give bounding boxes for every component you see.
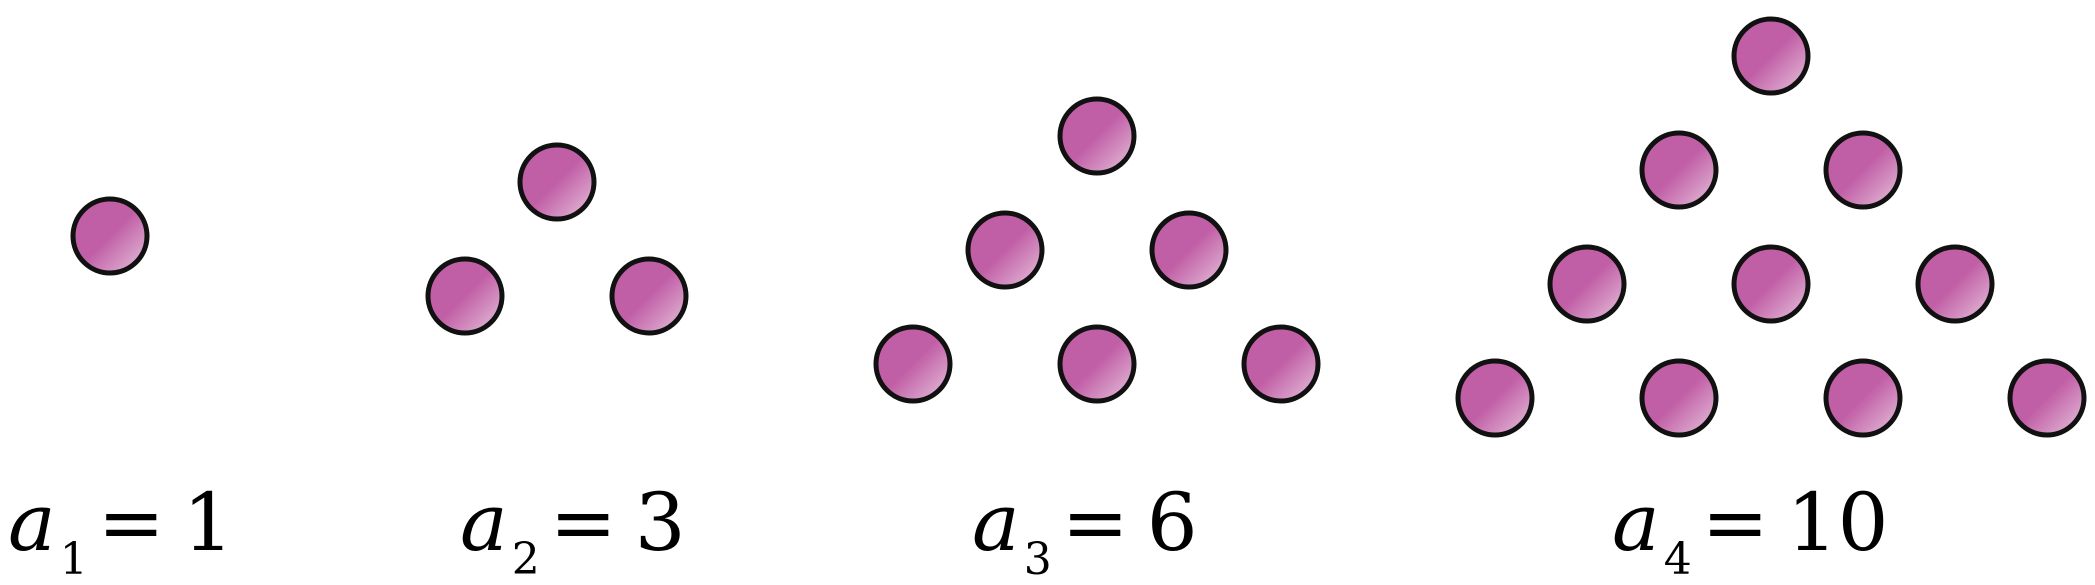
label-value: 3	[634, 476, 686, 569]
label-subscript: 3	[1023, 534, 1052, 585]
label-equals: =	[97, 476, 165, 569]
dot-group-a4	[1455, 16, 2087, 438]
dot-group-a3	[873, 96, 1321, 404]
dot	[1915, 244, 1995, 324]
label-equals: =	[1061, 476, 1129, 569]
dot	[1639, 130, 1719, 210]
label-value: 6	[1146, 476, 1198, 569]
label-subscript: 1	[59, 534, 88, 585]
label-variable: a	[972, 476, 1020, 569]
label-subscript: 2	[511, 534, 540, 585]
dot	[965, 210, 1045, 290]
dot	[1241, 324, 1321, 404]
dot	[1547, 244, 1627, 324]
dot	[1149, 210, 1229, 290]
label-a3: a3=6	[972, 476, 1198, 585]
dot	[1455, 358, 1535, 438]
dot	[1639, 358, 1719, 438]
label-a4: a4=10	[1612, 476, 1889, 585]
dot	[1731, 16, 1811, 96]
dot	[517, 142, 597, 222]
label-a1: a1=1	[8, 476, 234, 585]
label-value: 1	[182, 476, 234, 569]
label-equals: =	[549, 476, 617, 569]
dot-group-a1	[70, 196, 150, 276]
dot	[1823, 130, 1903, 210]
label-variable: a	[8, 476, 56, 569]
dot	[873, 324, 953, 404]
dot	[1057, 324, 1137, 404]
label-a2: a2=3	[460, 476, 686, 585]
label-variable: a	[460, 476, 508, 569]
dots-layer	[70, 16, 2087, 438]
dot	[1731, 244, 1811, 324]
dot	[1057, 96, 1137, 176]
dot	[1823, 358, 1903, 438]
label-equals: =	[1701, 476, 1769, 569]
dot	[609, 256, 689, 336]
label-value: 10	[1786, 476, 1889, 569]
label-variable: a	[1612, 476, 1660, 569]
dot-group-a2	[425, 142, 689, 336]
dot	[70, 196, 150, 276]
dot	[2007, 358, 2087, 438]
dot	[425, 256, 505, 336]
label-subscript: 4	[1663, 534, 1692, 585]
